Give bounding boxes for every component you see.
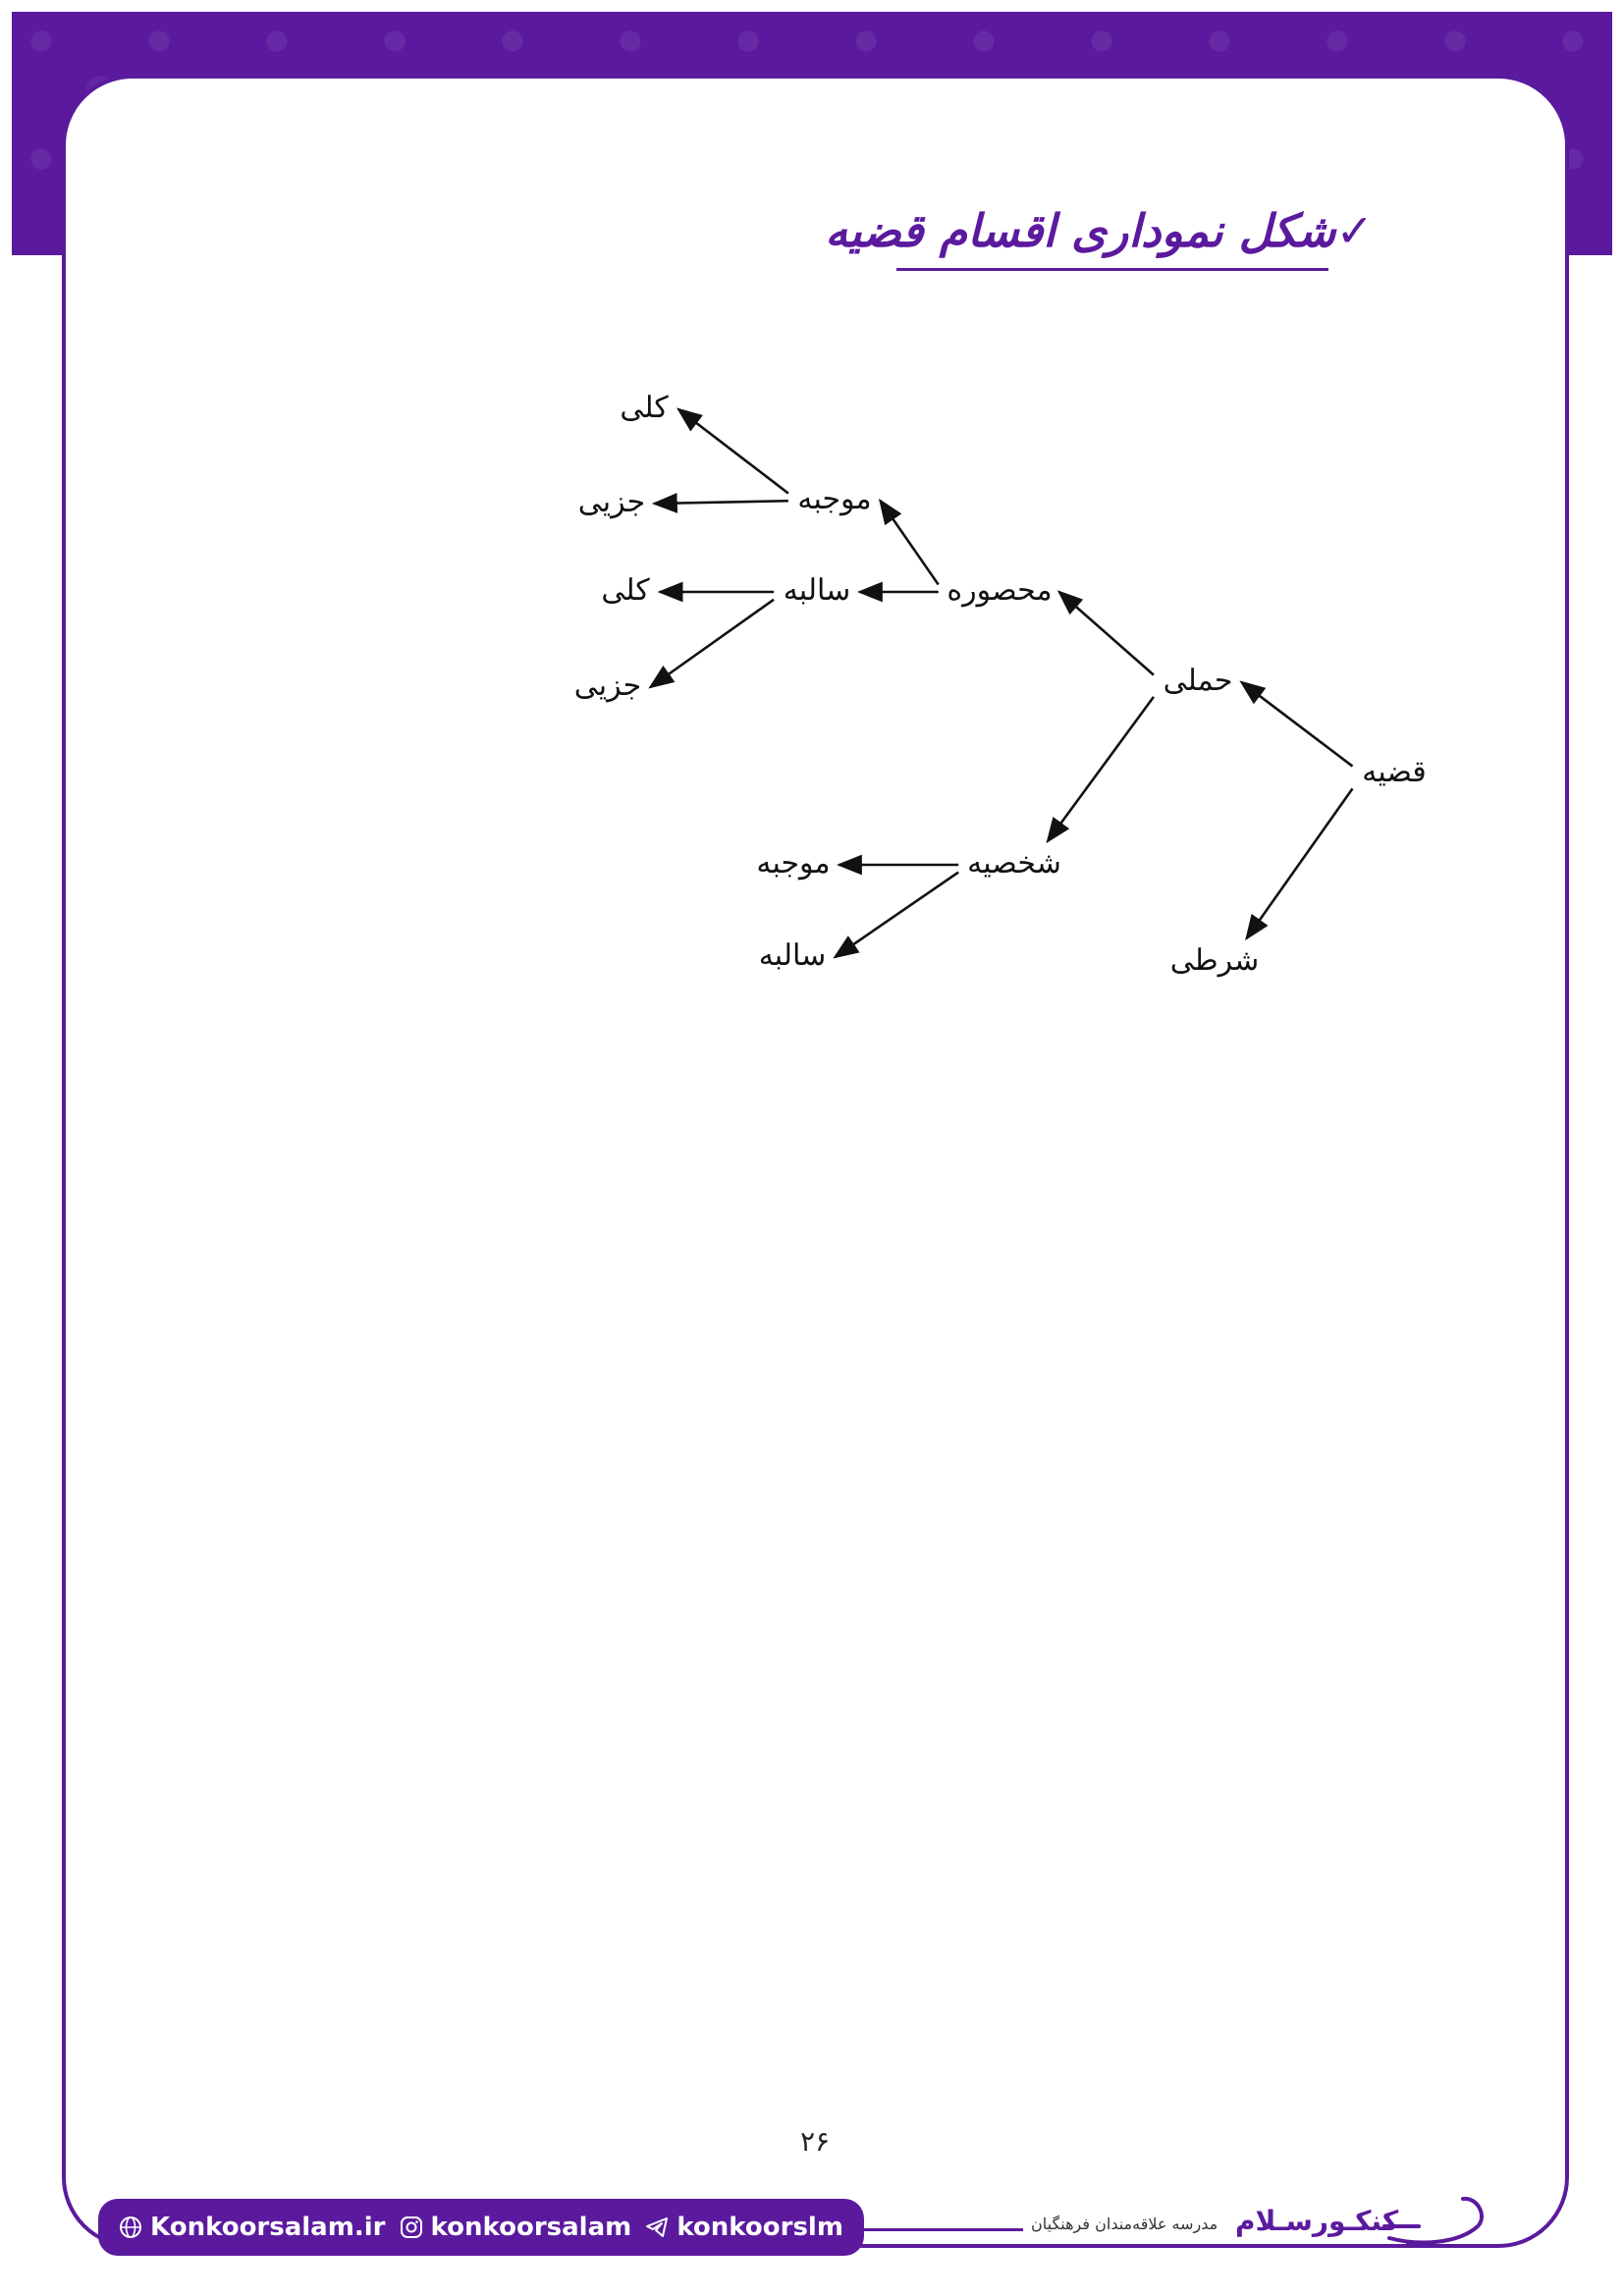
node-salebe2: سالبه bbox=[759, 938, 827, 973]
footer-website[interactable]: Konkoorsalam.ir bbox=[119, 2213, 385, 2242]
node-shakhsie: شخصیه bbox=[967, 846, 1061, 881]
page-card bbox=[62, 75, 1569, 2248]
footer-divider bbox=[864, 2228, 1023, 2231]
edge-mujabe1-to-jozii1 bbox=[651, 493, 788, 513]
node-jozii2: جزیی bbox=[574, 668, 641, 703]
edge-mujabe1-to-kolli1 bbox=[677, 407, 789, 495]
edge-salebe1-to-jozii2 bbox=[648, 598, 775, 689]
node-salebe1: سالبه bbox=[784, 573, 851, 608]
instagram-text: konkoorsalam bbox=[430, 2213, 632, 2242]
node-mahsure: محصوره bbox=[947, 573, 1052, 608]
page-title: ✓شکل نموداری اقسام قضیه bbox=[825, 204, 1374, 257]
node-mujabe1: موجبه bbox=[797, 482, 871, 516]
telegram-text: konkoorslm bbox=[677, 2213, 843, 2242]
footer-contact-bar: Konkoorsalam.ir konkoorsalam konkoorslm bbox=[98, 2199, 864, 2256]
edge-hamli-to-mahsure bbox=[1056, 590, 1155, 676]
brand-name: کنکـورسـلام bbox=[1235, 2205, 1399, 2237]
diagram-edges bbox=[648, 407, 1354, 959]
instagram-icon bbox=[400, 2216, 422, 2238]
node-mujabe2: موجبه bbox=[756, 846, 830, 881]
globe-icon bbox=[120, 2216, 142, 2238]
title-text: شکل نموداری اقسام قضیه bbox=[825, 204, 1336, 257]
diagram-nodes: قضیه حملی شرطی محصوره شخصیه موجبه سالبه کلی جزیی… bbox=[574, 391, 1427, 978]
node-qazie: قضیه bbox=[1362, 755, 1427, 789]
page-number: ۲۶ bbox=[799, 2125, 831, 2158]
title-underline bbox=[896, 268, 1328, 271]
edge-hamli-to-shakhsie bbox=[1046, 696, 1156, 844]
node-jozii1: جزیی bbox=[578, 485, 645, 519]
edge-qazie-to-hamli bbox=[1239, 680, 1354, 768]
website-text: Konkoorsalam.ir bbox=[150, 2213, 386, 2242]
node-kolli1: کلی bbox=[620, 391, 669, 425]
edge-qazie-to-sharti bbox=[1245, 787, 1354, 941]
brand-subtitle: مدرسه علاقه‌مندان فرهنگیان bbox=[1031, 2215, 1218, 2233]
telegram-icon bbox=[646, 2217, 669, 2237]
edge-shakhsie-to-salebe2 bbox=[833, 871, 959, 959]
footer-instagram[interactable]: konkoorsalam bbox=[400, 2213, 632, 2242]
node-kolli2: کلی bbox=[601, 573, 650, 608]
footer-telegram[interactable]: konkoorslm bbox=[645, 2213, 843, 2242]
check-icon: ✓ bbox=[1335, 204, 1374, 257]
node-hamli: حملی bbox=[1164, 664, 1233, 698]
edge-mahsure-to-mujabe1 bbox=[878, 498, 940, 586]
node-sharti: شرطی bbox=[1170, 943, 1260, 978]
brand-logo-icon bbox=[1382, 2196, 1484, 2247]
